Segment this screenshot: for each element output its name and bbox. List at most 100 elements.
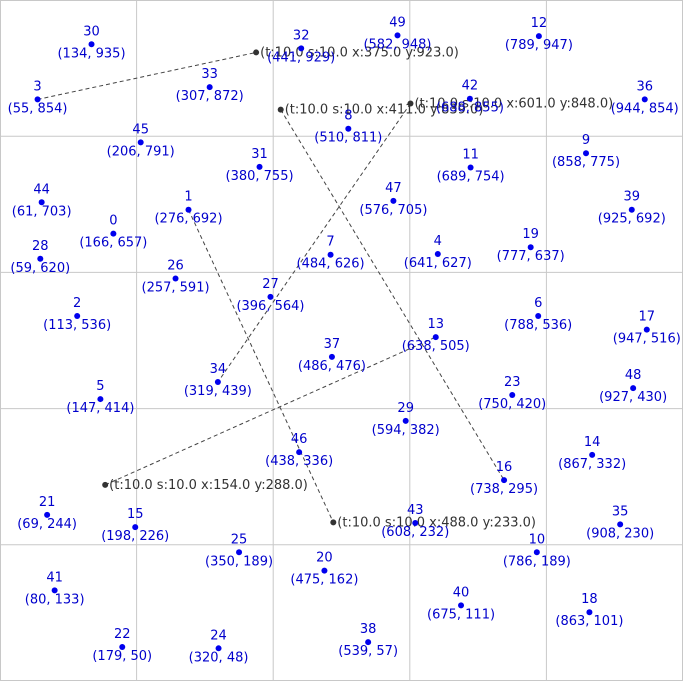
point-id-label: 33 (201, 67, 218, 82)
point-id-label: 22 (114, 627, 131, 642)
data-point-11 (467, 164, 474, 171)
data-point-45 (137, 139, 144, 146)
point-id-label: 14 (584, 435, 601, 450)
sample-marker (330, 519, 337, 526)
point-coord-label: (925, 692) (598, 212, 666, 227)
point-id-label: 8 (344, 109, 352, 124)
point-coord-label: (441, 929) (267, 50, 335, 65)
data-point-38 (365, 639, 372, 646)
point-coord-label: (206, 791) (107, 144, 175, 159)
data-point-24 (215, 645, 222, 652)
point-id-label: 13 (427, 317, 444, 332)
point-id-label: 36 (636, 79, 653, 94)
point-coord-label: (738, 295) (470, 482, 538, 497)
point-coord-label: (80, 133) (25, 592, 85, 607)
point-coord-label: (198, 226) (101, 529, 169, 544)
point-id-label: 30 (83, 24, 100, 39)
point-coord-label: (179, 50) (92, 649, 152, 664)
point-id-label: 42 (462, 79, 479, 94)
point-id-label: 6 (534, 296, 542, 311)
data-point-26 (172, 275, 179, 282)
point-id-label: 12 (531, 16, 548, 31)
data-point-8 (345, 125, 352, 132)
data-point-40 (458, 602, 465, 609)
point-coord-label: (789, 947) (505, 38, 573, 53)
data-point-49 (394, 32, 401, 39)
data-point-27 (267, 293, 274, 300)
point-id-label: 48 (625, 368, 642, 383)
point-coord-label: (750, 420) (478, 397, 546, 412)
point-id-label: 47 (385, 181, 402, 196)
point-coord-label: (641, 627) (404, 256, 472, 271)
data-point-5 (97, 396, 104, 403)
point-id-label: 23 (504, 375, 521, 390)
point-coord-label: (786, 189) (503, 554, 571, 569)
dashed-segment (37, 51, 257, 100)
point-id-label: 34 (210, 362, 227, 377)
point-coord-label: (689, 754) (437, 170, 505, 185)
point-id-label: 45 (132, 122, 149, 137)
point-id-label: 16 (496, 460, 513, 475)
sample-marker (277, 106, 284, 113)
data-point-22 (119, 643, 126, 650)
point-coord-label: (438, 336) (265, 454, 333, 469)
data-point-12 (535, 33, 542, 40)
point-id-label: 27 (262, 277, 279, 292)
point-id-label: 7 (326, 235, 334, 250)
data-point-42 (466, 95, 473, 102)
point-coord-label: (576, 705) (359, 203, 427, 218)
data-point-23 (509, 391, 516, 398)
point-coord-label: (638, 505) (402, 339, 470, 354)
point-id-label: 35 (612, 504, 629, 519)
point-coord-label: (319, 439) (184, 384, 252, 399)
data-point-2 (74, 312, 81, 319)
data-point-43 (412, 520, 419, 527)
point-id-label: 29 (397, 401, 414, 416)
point-id-label: 37 (324, 337, 341, 352)
point-coord-label: (858, 775) (552, 155, 620, 170)
data-point-37 (328, 353, 335, 360)
data-point-35 (617, 521, 624, 528)
sample-label: (t:10.0 s:10.0 x:375.0 y:923.0) (260, 45, 459, 60)
point-id-label: 32 (293, 28, 310, 43)
point-id-label: 0 (109, 214, 117, 229)
point-coord-label: (380, 755) (226, 169, 294, 184)
sample-marker (102, 481, 109, 488)
point-id-label: 19 (522, 227, 539, 242)
data-point-39 (628, 206, 635, 213)
sample-label: (t:10.0 s:10.0 x:488.0 y:233.0) (337, 515, 536, 530)
data-point-0 (110, 230, 117, 237)
point-coord-label: (510, 811) (314, 131, 382, 146)
data-point-3 (34, 96, 41, 103)
dashed-segment (217, 103, 411, 383)
data-point-6 (535, 312, 542, 319)
data-point-10 (533, 549, 540, 556)
point-coord-label: (594, 382) (372, 423, 440, 438)
point-coord-label: (307, 872) (176, 89, 244, 104)
data-point-13 (432, 334, 439, 341)
point-id-label: 21 (39, 495, 56, 510)
point-id-label: 5 (96, 379, 104, 394)
point-coord-label: (147, 414) (66, 401, 134, 416)
point-coord-label: (276, 692) (154, 212, 222, 227)
data-point-20 (321, 567, 328, 574)
data-point-19 (527, 244, 534, 251)
point-id-label: 46 (291, 432, 308, 447)
data-point-1 (185, 206, 192, 213)
dashed-segment (280, 109, 505, 481)
point-id-label: 20 (316, 551, 333, 566)
point-coord-label: (484, 626) (297, 257, 365, 272)
point-coord-label: (61, 703) (12, 204, 72, 219)
data-point-9 (583, 150, 590, 157)
point-coord-label: (927, 430) (599, 390, 667, 405)
point-id-label: 18 (581, 592, 598, 607)
sample-label: (t:10.0 s:10.0 x:411.0 y:839.0) (285, 103, 484, 118)
point-coord-label: (475, 162) (290, 573, 358, 588)
point-id-label: 38 (360, 622, 377, 637)
point-id-label: 17 (639, 310, 656, 325)
dashed-segment (188, 209, 334, 523)
data-point-25 (236, 549, 243, 556)
point-id-label: 15 (127, 507, 144, 522)
point-coord-label: (113, 536) (43, 318, 111, 333)
